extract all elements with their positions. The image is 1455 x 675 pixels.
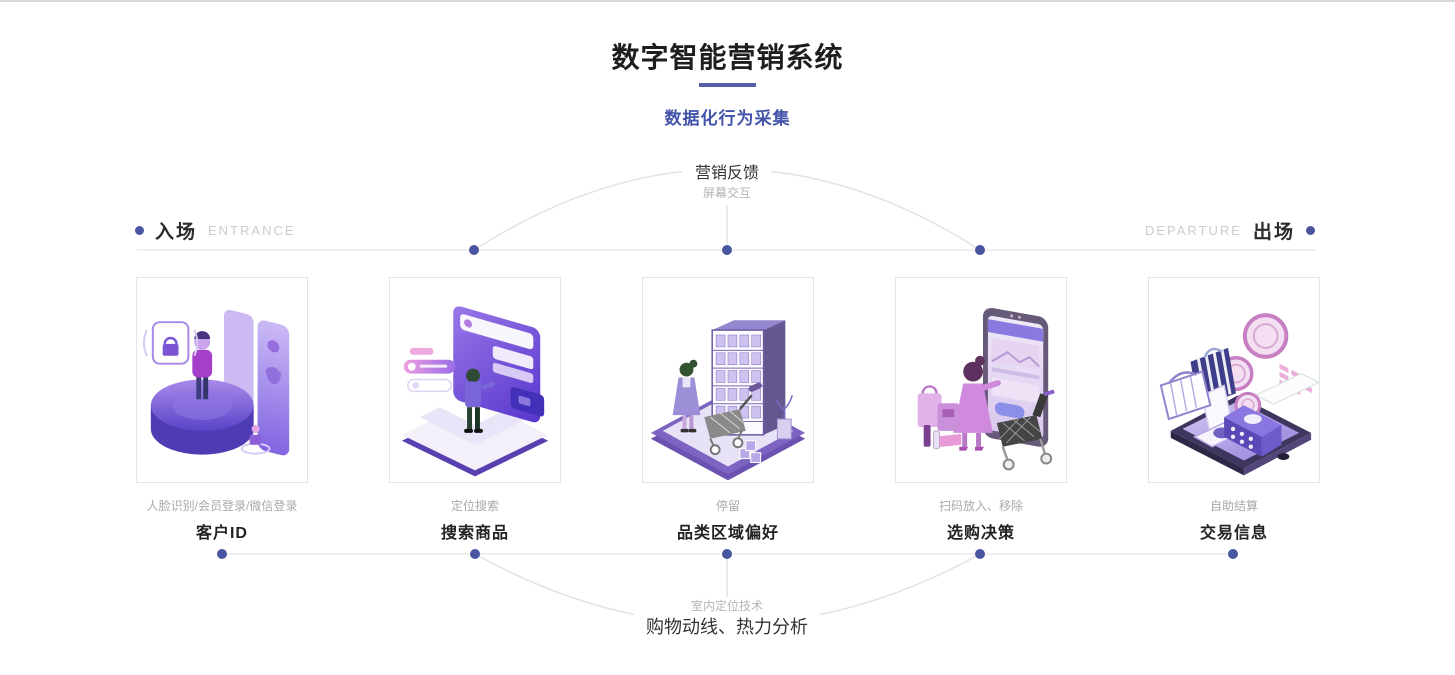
card-title: 客户ID [195,525,248,542]
card-category-preference-box [642,277,814,483]
card-search-goods-box [389,277,561,483]
card-category-preference: 停留 品类区域偏好 [642,277,814,543]
card-customer-id-box [136,277,308,483]
card-caption: 人脸识别/会员登录/微信登录 [146,499,298,513]
card-title: 搜索商品 [440,525,509,542]
card-transaction-info: 自助结算 交易信息 [1148,277,1320,543]
card-title: 交易信息 [1199,525,1268,542]
top-border-rule [0,0,1455,2]
face-id-illustration [142,309,290,456]
card-caption: 扫码放入、移除 [938,499,1023,513]
title-divider [699,83,756,87]
departure-label-zh: 出场 [1252,221,1295,243]
bottom-flow-subtitle: 室内定位技术 [678,597,776,614]
entrance-label-group: 入场 ENTRANCE [135,220,296,243]
card-purchase-decision: 扫码放入、移除 选购决策 [895,277,1067,543]
card-search-goods: 定位搜索 搜索商品 [389,277,561,543]
departure-label-en: DEPARTURE [1145,222,1242,238]
connector-dots [217,245,1238,559]
top-flow-subtitle: 屏幕交互 [690,184,764,201]
card-title: 品类区域偏好 [676,525,779,542]
cart-phone-illustration [917,307,1055,471]
page-subtitle: 数据化行为采集 [664,109,791,128]
entrance-label-zh: 入场 [155,221,198,243]
card-purchase-decision-box [895,277,1067,483]
bottom-flow-title: 购物动线、热力分析 [634,613,820,639]
card-caption: 自助结算 [1209,499,1258,513]
card-transaction-info-box [1148,277,1320,483]
departure-label-group: DEPARTURE 出场 [1145,220,1315,243]
search-screen-illustration [401,306,549,477]
self-checkout-illustration [1159,313,1319,476]
card-customer-id: 人脸识别/会员登录/微信登录 客户ID [136,277,308,543]
page-title: 数字智能营销系统 [611,42,844,73]
entrance-label-en: ENTRANCE [208,222,296,238]
entrance-dot-icon [135,225,144,235]
card-title: 选购决策 [946,525,1015,542]
shelf-browsing-illustration [650,320,806,481]
card-caption: 停留 [715,499,740,513]
card-caption: 定位搜索 [450,499,499,513]
top-flow-title: 营销反馈 [682,159,772,183]
departure-dot-icon [1306,225,1315,235]
